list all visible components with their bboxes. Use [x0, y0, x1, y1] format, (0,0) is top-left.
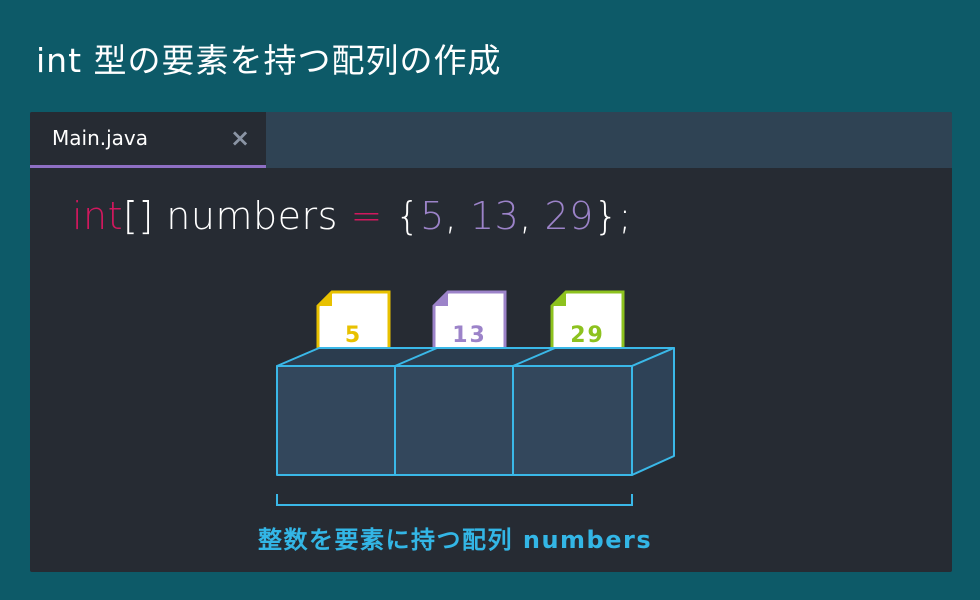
tab-label: Main.java	[52, 126, 149, 150]
code-value: 5	[420, 194, 445, 238]
tab-bar: Main.java ×	[30, 112, 952, 168]
tab-main-java[interactable]: Main.java ×	[30, 112, 266, 168]
code-value: 29	[544, 194, 594, 238]
code-line: int[] numbers = {5, 13, 29};	[72, 194, 632, 238]
code-brackets: []	[123, 194, 154, 238]
page-title: int 型の要素を持つ配列の作成	[36, 41, 502, 80]
close-icon[interactable]: ×	[230, 124, 251, 152]
code-close: };	[593, 194, 632, 238]
code-editor: Main.java × int[] numbers = {5, 13, 29};	[30, 112, 952, 572]
code-value: 13	[469, 194, 520, 238]
code-assign: =	[350, 194, 383, 238]
array-caption: 整数を要素に持つ配列 numbers	[258, 526, 653, 554]
code-separator: ,	[444, 194, 470, 238]
code-separator: ,	[519, 194, 545, 238]
code-keyword: int	[72, 194, 124, 238]
code-open-brace: {	[382, 194, 421, 238]
code-identifier: numbers	[153, 194, 351, 238]
